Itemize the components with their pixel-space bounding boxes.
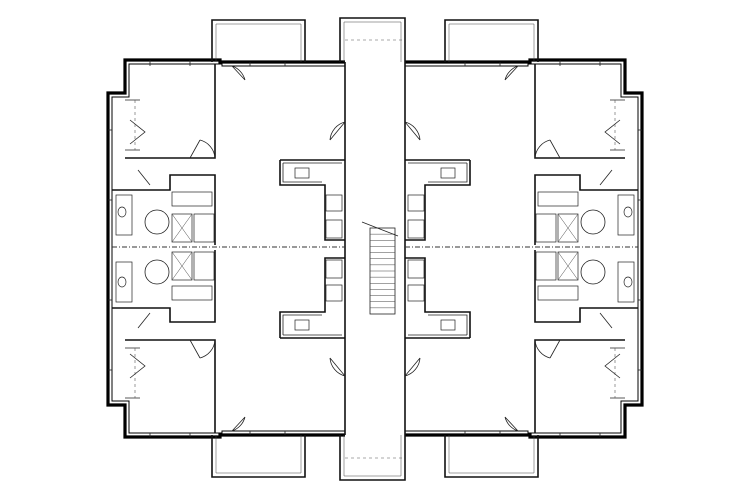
bath-block-top: [112, 174, 216, 245]
entry-landing-top-inner: [343, 21, 402, 62]
closet-bottom: [125, 347, 140, 399]
shower-icon: [144, 259, 170, 285]
exterior-wall-inner: [111, 63, 345, 434]
balcony-top-inner: [215, 23, 302, 62]
vanity-icon: [171, 285, 213, 301]
entry-landing-top: [339, 17, 406, 62]
kitchen-counter-bottom-front: [282, 314, 342, 336]
entry-landing-bottom: [339, 435, 406, 481]
central-corridor: [339, 17, 406, 481]
entry-landing-bottom-inner: [343, 435, 402, 477]
toilet-icon: [117, 276, 127, 288]
exterior-wall: [106, 58, 345, 439]
bath-block-bottom: [112, 250, 216, 323]
kitchen-counter-top-front: [282, 162, 342, 183]
window-marks: [108, 60, 286, 437]
door-swing-icon: [129, 65, 346, 432]
kitchen-sink-icon: [294, 319, 310, 331]
kitchen-sink-icon: [294, 167, 310, 179]
closet-top: [125, 99, 140, 151]
vanity-icon: [171, 191, 213, 207]
stair-icon: [361, 221, 399, 315]
kitchen-counter-top: [279, 159, 345, 241]
balcony-bottom-inner: [215, 435, 302, 474]
left-half: [106, 19, 346, 478]
bedroom-wall-bottom: [125, 339, 216, 433]
balcony-bottom: [211, 435, 306, 478]
shower-icon: [144, 209, 170, 235]
bedroom-wall-top: [125, 64, 216, 159]
kitchen-counter-bottom: [279, 257, 345, 339]
range-icon: [325, 194, 343, 212]
fridge-icon: [325, 219, 343, 239]
toilet-icon: [117, 206, 127, 218]
right-half: [403, 18, 644, 479]
range-icon: [325, 284, 343, 302]
balcony-top: [211, 19, 306, 62]
fridge-icon: [325, 259, 343, 279]
